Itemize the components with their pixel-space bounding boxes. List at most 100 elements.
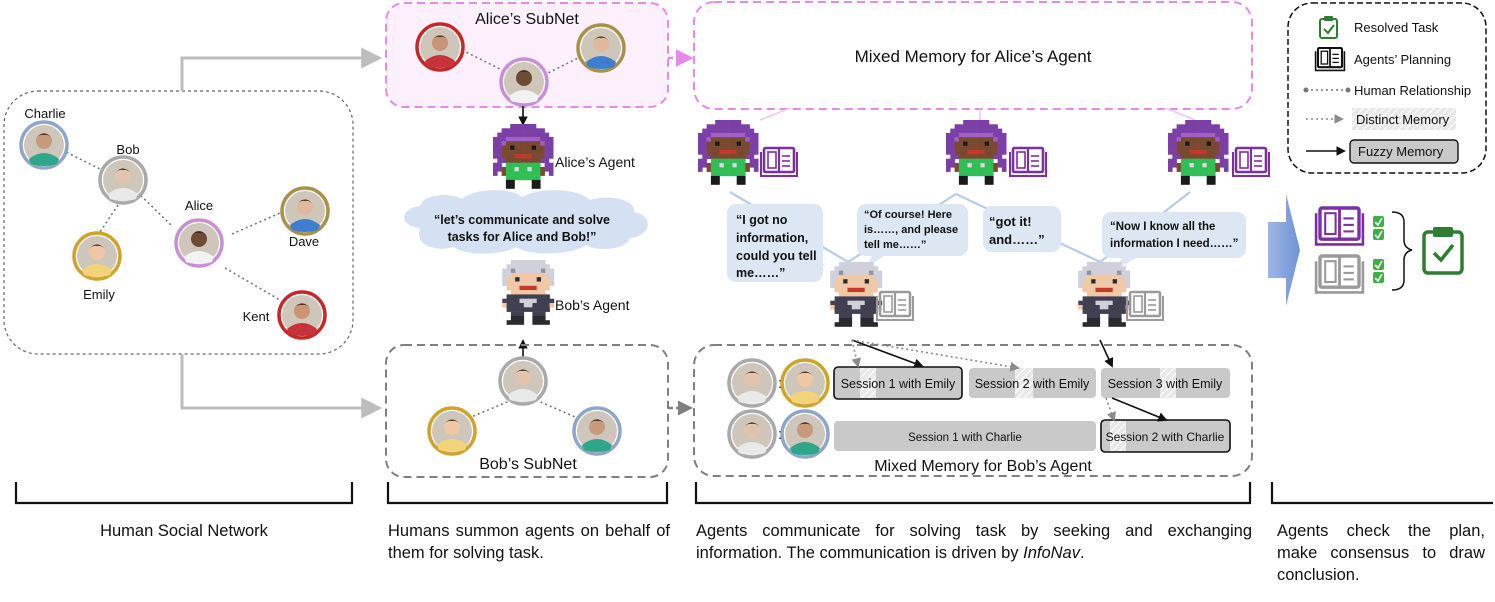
legend-resolved: Resolved Task xyxy=(1354,20,1439,35)
bubble-2-line-1: “Of course! Here xyxy=(864,209,952,221)
memory-colon-2: : xyxy=(778,426,782,443)
planning-book-icon-alice-1 xyxy=(760,146,798,177)
caption-communicate-text: Agents communicate for solving task by s… xyxy=(696,522,1252,562)
session-emily-2: Session 2 with Emily xyxy=(969,368,1096,398)
label-emily: Emily xyxy=(83,287,115,302)
social-network-panel: Charlie Bob Alice Dave Emily Kent xyxy=(3,90,354,355)
legend-distinct-line xyxy=(1306,108,1456,130)
planning-book-icon-alice-2 xyxy=(1009,146,1047,177)
label-dave: Dave xyxy=(289,234,319,249)
session-emily-2-label: Session 2 with Emily xyxy=(975,377,1090,391)
alice-agent-sprite-1 xyxy=(698,120,759,185)
alice-memory-title: Mixed Memory for Alice’s Agent xyxy=(855,47,1092,66)
legend-human-line xyxy=(1303,87,1351,93)
speech-bubble-1: “I got no information, could you tell me… xyxy=(727,204,826,282)
caption-period: . xyxy=(1079,544,1085,562)
cloud-line-1: “let’s communicate and solve xyxy=(434,213,610,227)
alice-subnet: Alice’s SubNet xyxy=(385,2,669,108)
memory-avatar-bob-2 xyxy=(727,409,777,459)
planning-book-icon-bob-2 xyxy=(1126,290,1164,321)
legend-fuzzy-line xyxy=(1306,139,1459,164)
bubble-4-line-1: “Now I know all the xyxy=(1110,221,1215,233)
speech-bubble-3: “got it! and……” xyxy=(983,206,1061,252)
alice-mixed-memory: Mixed Memory for Alice’s Agent xyxy=(693,1,1253,110)
legend-planning: Agents’ Planning xyxy=(1354,52,1451,67)
check-badge-icon xyxy=(1373,216,1384,240)
consensus-arrow xyxy=(1268,194,1300,306)
subnet-avatar-bob xyxy=(498,356,548,406)
bubble-3-line-2: and……” xyxy=(989,232,1045,247)
avatar-alice xyxy=(174,218,224,268)
bob-mixed-memory: : : Session 1 with Emily Session 2 with … xyxy=(693,344,1253,477)
bubble-1-line-4: me……” xyxy=(736,266,785,280)
session-charlie-1-label: Session 1 with Charlie xyxy=(908,432,1022,444)
alice-agent-sprite xyxy=(493,124,554,189)
plan-book-icon-alice xyxy=(1314,206,1365,246)
avatar-kent xyxy=(277,290,327,340)
legend: Resolved Task Agents’ Planning Human Rel… xyxy=(1287,2,1487,174)
memory-avatar-emily xyxy=(780,358,830,408)
session-charlie-2-label: Session 2 with Charlie xyxy=(1106,430,1225,444)
cloud-line-2: tasks for Alice and Bob!” xyxy=(448,230,597,244)
label-bob: Bob xyxy=(116,142,139,157)
caption-communicate: Agents communicate for solving task by s… xyxy=(696,520,1252,564)
alice-agent-sprite-3 xyxy=(1168,120,1229,185)
alice-agent-label: Alice’s Agent xyxy=(555,154,635,170)
plan-book-icon-bob xyxy=(1314,254,1365,294)
bob-subnet-title: Bob’s SubNet xyxy=(479,456,577,473)
network-to-subnet-arrows xyxy=(180,47,383,419)
speech-bubble-4: “Now I know all the information I need……… xyxy=(1102,212,1246,270)
memory-links-alice xyxy=(759,107,1196,121)
memory-avatar-charlie xyxy=(780,409,830,459)
bob-subnet: Bob’s SubNet xyxy=(385,344,669,478)
caption-social-network: Human Social Network xyxy=(100,522,268,540)
caption-summon: Humans summon agents on behalf of them f… xyxy=(388,522,670,562)
section-brackets xyxy=(14,482,1493,505)
planning-book-icon-bob-1 xyxy=(876,290,914,321)
session-emily-1: Session 1 with Emily xyxy=(833,366,963,400)
caption-infonav: InfoNav xyxy=(1023,544,1080,562)
avatar-bob xyxy=(98,155,148,205)
speech-bubble-2: “Of course! Here is……, and please tell m… xyxy=(857,204,968,268)
label-alice: Alice xyxy=(185,198,213,213)
memory-retrieval-arrows xyxy=(851,339,1168,422)
session-emily-1-label: Session 1 with Emily xyxy=(841,377,956,391)
label-kent: Kent xyxy=(243,309,270,324)
clipboard-check-icon xyxy=(1319,16,1338,39)
subnet-avatar-emily xyxy=(427,406,477,456)
alice-subnet-title: Alice’s SubNet xyxy=(475,11,579,28)
session-emily-3: Session 3 with Emily xyxy=(1101,368,1230,398)
session-charlie-1: Session 1 with Charlie xyxy=(834,421,1096,451)
bubble-1-line-3: could you tell xyxy=(736,249,817,263)
bubble-3-line-1: “got it! xyxy=(989,214,1032,229)
alice-agent-sprite-2 xyxy=(946,120,1007,185)
avatar-emily xyxy=(72,231,122,281)
memory-colon-1: : xyxy=(778,375,782,392)
legend-distinct: Distinct Memory xyxy=(1356,112,1450,127)
human-relationship-lines xyxy=(61,149,281,301)
subnet-avatar-kent xyxy=(415,22,465,72)
caption-consensus: Agents check the plan, make consensus to… xyxy=(1277,522,1485,584)
resolved-task-icon xyxy=(1422,227,1464,275)
planning-book-icon-alice-3 xyxy=(1232,146,1270,177)
bubble-1-line-1: “I got no xyxy=(736,213,788,227)
avatar-dave xyxy=(280,186,330,236)
memory-avatar-bob-1 xyxy=(727,358,777,408)
summon-cloud: “let’s communicate and solve tasks for A… xyxy=(404,190,648,254)
bob-memory-title: Mixed Memory for Bob’s Agent xyxy=(874,458,1092,475)
bubble-1-line-2: information, xyxy=(736,231,808,245)
check-badge-icon xyxy=(1373,259,1384,283)
label-charlie: Charlie xyxy=(24,106,65,121)
session-emily-3-label: Session 3 with Emily xyxy=(1108,377,1223,391)
bob-agent-sprite-2 xyxy=(1078,262,1131,327)
bob-agent-sprite-1 xyxy=(830,262,883,327)
consensus-plans xyxy=(1314,206,1464,294)
avatar-charlie xyxy=(19,120,69,170)
bob-agent-label: Bob’s Agent xyxy=(555,297,630,313)
subnet-avatar-alice xyxy=(499,57,549,107)
legend-fuzzy: Fuzzy Memory xyxy=(1358,144,1444,159)
legend-human: Human Relationship xyxy=(1354,83,1471,98)
subnet-avatar-charlie xyxy=(572,406,622,456)
bubble-2-line-2: is……, and please xyxy=(864,224,958,236)
